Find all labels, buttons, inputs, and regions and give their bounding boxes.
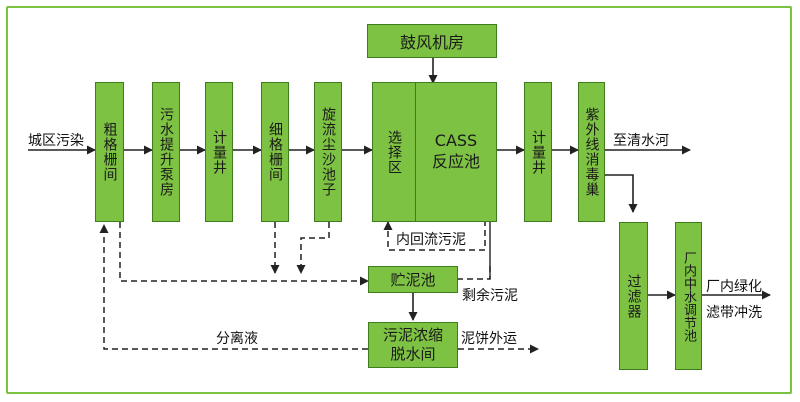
meter-well-1-box: 计量井 <box>205 82 233 222</box>
to-river-label: 至清水河 <box>613 133 669 149</box>
sludge-dewatering-box: 污泥浓缩 脱水间 <box>368 322 458 368</box>
internal-return-label: 内回流污泥 <box>396 232 466 248</box>
internal-return-line <box>383 220 486 251</box>
grit-sludge-line <box>296 222 330 274</box>
sludge-dewatering-line2: 脱水间 <box>390 345 436 363</box>
sludge-dewatering-line1: 污泥浓缩 <box>382 326 443 345</box>
grit-chamber-box: 旋流尘沙池子 <box>314 82 342 222</box>
fine-grid-box: 细格栅间 <box>261 82 289 222</box>
sludge-tank-box: 贮泥池 <box>368 266 458 293</box>
coarse-sludge-line <box>119 222 369 286</box>
diagram-frame <box>6 6 792 394</box>
flow-uv-to-filter <box>605 174 638 213</box>
cake-out-label: 泥饼外运 <box>461 331 517 347</box>
uv-disinfection-box: 紫外线消毒巢 <box>578 82 605 222</box>
separated-liquid-line <box>99 224 368 350</box>
reuse-top-label: 厂内绿化 <box>706 279 762 295</box>
excess-sludge-line <box>458 266 491 280</box>
selector-zone-box: 选择区 <box>372 82 416 222</box>
reuse-bottom-label: 滤带冲洗 <box>706 305 762 321</box>
cass-reactor-subtitle: 反应池 <box>431 152 480 171</box>
separated-liquid-label: 分离液 <box>216 331 258 347</box>
coarse-grid-box: 粗格栅间 <box>95 82 124 222</box>
excess-sludge-label: 剩余污泥 <box>462 288 518 304</box>
regulating-tank-box: 厂内中水调节池 <box>675 222 702 370</box>
blower-room-box: 鼓风机房 <box>367 24 497 58</box>
cass-reactor-box: CASS 反应池 <box>415 82 497 222</box>
inlet-label: 城区污染 <box>28 133 84 149</box>
cass-reactor-title: CASS <box>434 131 478 151</box>
lift-pump-box: 污水提升泵房 <box>152 82 180 222</box>
filter-box: 过滤器 <box>619 222 648 370</box>
meter-well-2-box: 计量井 <box>524 82 552 222</box>
